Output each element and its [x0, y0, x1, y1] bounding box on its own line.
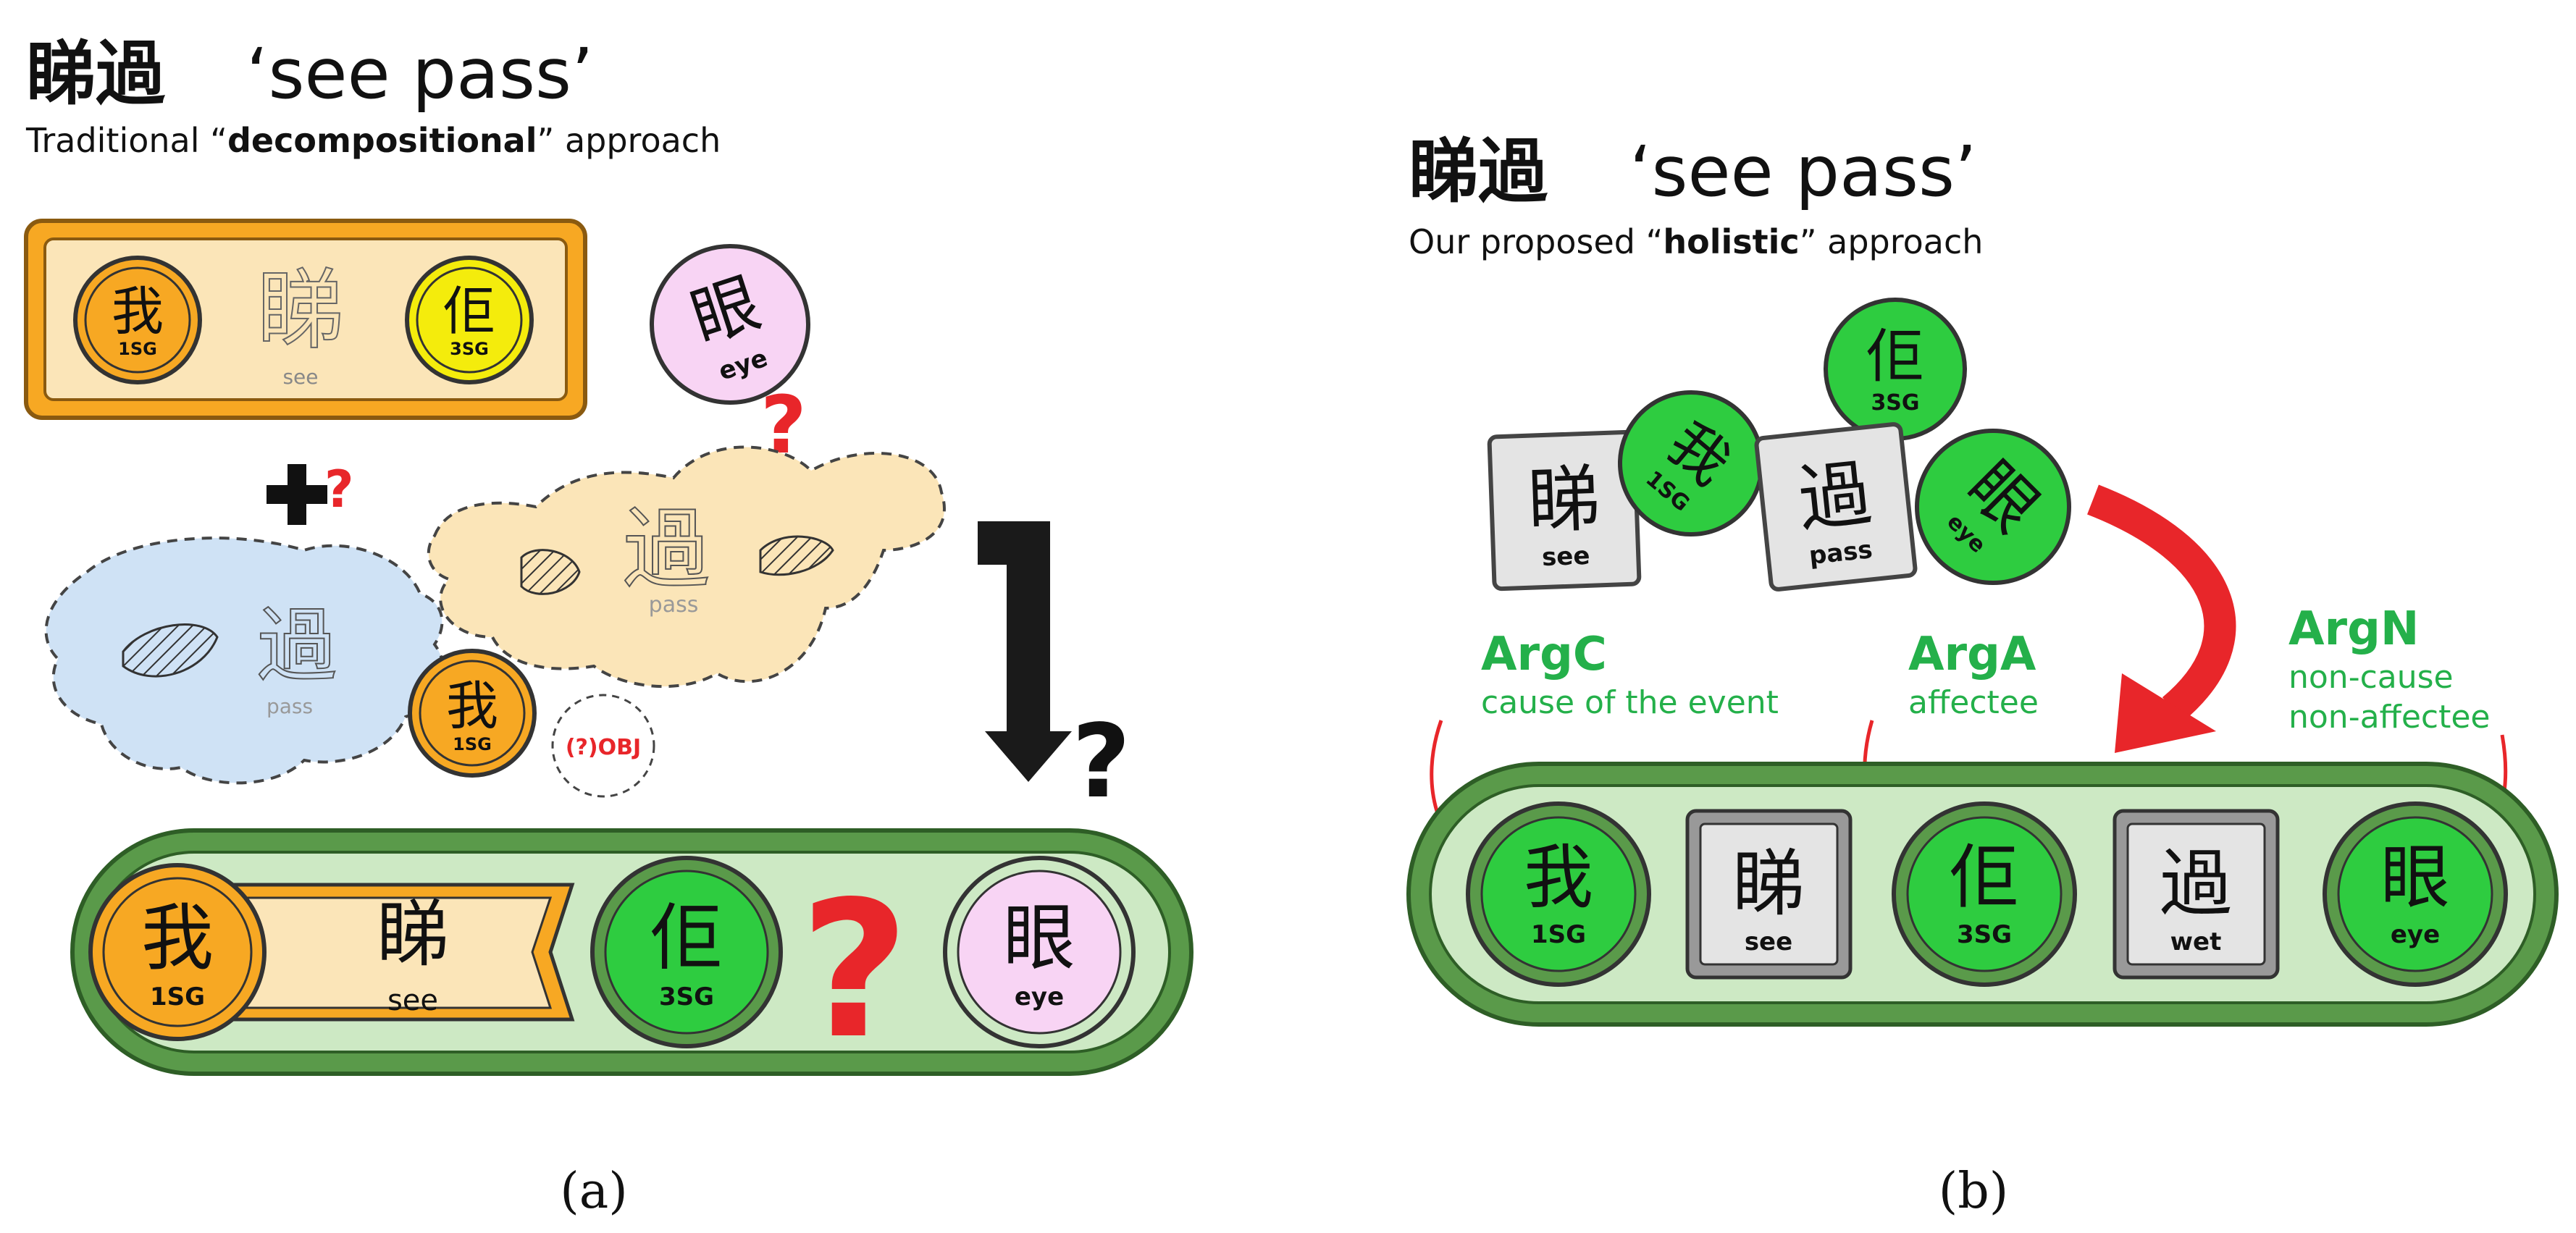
svg-text:(?)OBJ: (?)OBJ	[566, 735, 641, 760]
svg-text:眼: 眼	[2380, 837, 2450, 918]
svg-text:佢: 佢	[1950, 837, 2019, 918]
panel-a-subtitle: Traditional “decompositional” approach	[25, 121, 721, 160]
svg-text:3SG: 3SG	[659, 982, 714, 1011]
svg-text:睇: 睇	[1526, 456, 1601, 543]
svg-text:cause of the event: cause of the event	[1481, 684, 1779, 721]
svg-text:non-cause: non-cause	[2288, 659, 2454, 696]
panel-b-title-gloss: ‘see pass’	[1629, 131, 1976, 212]
panel-a: 睇過 ‘see pass’ Traditional “decomposition…	[24, 33, 1193, 1220]
floating-eye-token: 眼 eye	[650, 244, 810, 405]
arg-c-label: ArgC cause of the event	[1481, 628, 1779, 721]
panel-a-title-han: 睇過	[26, 33, 166, 114]
panel-a-title-gloss: ‘see pass’	[246, 33, 593, 114]
svg-text:我: 我	[446, 676, 498, 736]
svg-text:pass: pass	[649, 592, 699, 618]
floating-1sg-token: 我 1SG	[408, 649, 537, 778]
bar-a-eye: 眼 eye	[943, 856, 1136, 1048]
cluster-eye: 眼 eye	[1915, 429, 2071, 585]
svg-text:過: 過	[623, 500, 710, 600]
svg-text:1SG: 1SG	[118, 339, 157, 359]
svg-text:3SG: 3SG	[450, 339, 489, 359]
svg-text:1SG: 1SG	[453, 734, 492, 754]
plus-question-mark: ?	[324, 460, 354, 519]
bar-b-3sg: 佢 3SG	[1892, 801, 2077, 987]
svg-text:佢: 佢	[443, 281, 495, 342]
svg-text:我: 我	[112, 281, 164, 342]
svg-text:ArgC: ArgC	[1481, 628, 1607, 681]
token-cluster: 睇 see 我 1SG 佢 3SG 過 pass 眼 eye	[1487, 298, 2071, 592]
cluster-3sg: 佢 3SG	[1824, 298, 1967, 441]
token-3sg: 佢 3SG	[405, 256, 534, 384]
result-bar-a: 我 1SG 睇 see 佢 3SG ? 眼 eye	[70, 828, 1193, 1080]
blob-pass-blue: 過 pass	[44, 536, 445, 785]
arg-a-label: ArgA affectee	[1908, 628, 2039, 721]
svg-text:affectee: affectee	[1908, 684, 2039, 721]
svg-text:pass: pass	[1808, 535, 1874, 571]
svg-text:eye: eye	[1015, 982, 1064, 1011]
bar-b-1sg: 我 1SG	[1466, 801, 1651, 987]
svg-text:睇: 睇	[377, 892, 449, 977]
panel-b-title-han: 睇過	[1409, 131, 1548, 212]
cluster-pass: 過 pass	[1754, 422, 1918, 592]
big-red-arrow	[2087, 484, 2236, 753]
svg-text:3SG: 3SG	[1871, 390, 1919, 416]
svg-text:過: 過	[1795, 450, 1876, 542]
panel-b-label: (b)	[1939, 1163, 2009, 1220]
token-1sg: 我 1SG	[73, 256, 202, 384]
arg-n-label: ArgN non-cause non-affectee	[2288, 602, 2491, 736]
svg-text:pass: pass	[267, 694, 313, 718]
obj-placeholder: (?)OBJ	[551, 694, 655, 798]
svg-text:eye: eye	[2391, 920, 2440, 949]
panel-b: 睇過 ‘see pass’ Our proposed “holistic” ap…	[1406, 131, 2559, 1220]
panel-b-subtitle: Our proposed “holistic” approach	[1409, 222, 1983, 261]
svg-text:佢: 佢	[650, 896, 723, 980]
sentence-box: 我 1SG 睇 see 佢 3SG	[24, 219, 587, 420]
down-arrow	[978, 521, 1072, 782]
svg-text:眼: 眼	[1003, 896, 1075, 980]
svg-text:過: 過	[257, 599, 337, 692]
svg-text:我: 我	[141, 896, 214, 980]
arrow-question-mark: ?	[1072, 703, 1130, 821]
bar-b-wet: 過 wet	[2113, 809, 2280, 980]
cluster-1sg: 我 1SG	[1618, 390, 1764, 536]
blob-pass-beige: 過 pass	[427, 445, 946, 689]
svg-text:過: 過	[2160, 841, 2232, 926]
svg-text:1SG: 1SG	[1531, 920, 1586, 949]
svg-text:see: see	[282, 365, 318, 389]
svg-text:see: see	[1541, 542, 1590, 572]
svg-text:wet: wet	[2170, 927, 2222, 956]
bar-a-question-mark: ?	[800, 862, 910, 1080]
svg-text:1SG: 1SG	[150, 982, 205, 1011]
plus-sign	[267, 464, 327, 525]
svg-text:睇: 睇	[257, 261, 344, 361]
svg-text:ArgA: ArgA	[1908, 628, 2036, 681]
bar-a-see: 睇 see	[377, 892, 449, 1017]
bar-b-eye: 眼 eye	[2323, 801, 2508, 987]
result-bar-b: 我 1SG 睇 see 佢 3SG 過 wet	[1406, 762, 2559, 1027]
svg-text:佢: 佢	[1866, 323, 1924, 390]
svg-text:我: 我	[1524, 837, 1593, 918]
bar-a-3sg: 佢 3SG	[590, 856, 783, 1048]
svg-text:3SG: 3SG	[1957, 920, 2012, 949]
panel-a-label: (a)	[560, 1163, 628, 1220]
svg-text:see: see	[387, 984, 438, 1017]
svg-text:see: see	[1745, 927, 1792, 956]
cluster-see: 睇 see	[1487, 429, 1642, 592]
svg-text:non-affectee: non-affectee	[2288, 699, 2491, 736]
bar-b-see: 睇 see	[1685, 809, 1853, 980]
svg-text:睇: 睇	[1732, 841, 1805, 926]
bar-a-1sg: 我 1SG	[88, 863, 267, 1041]
svg-text:ArgN: ArgN	[2288, 602, 2419, 656]
token-see: 睇 see	[256, 260, 345, 389]
